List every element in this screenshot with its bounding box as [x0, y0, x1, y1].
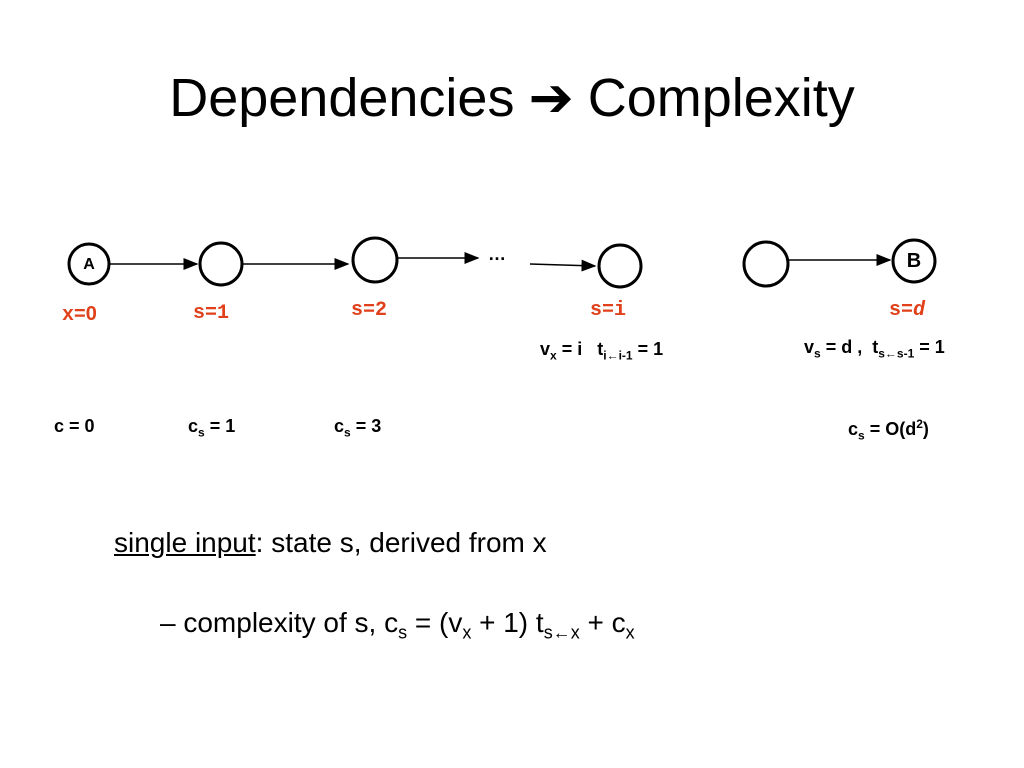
state-label-sd: s=d [889, 299, 925, 323]
complexity-mid3: + c [579, 607, 626, 638]
state-x-name: x [62, 304, 75, 327]
slide-title: Dependencies➔Complexity [0, 62, 1024, 134]
ts-t: t [872, 337, 879, 357]
c1-eq: = 1 [204, 416, 236, 436]
edge-ellipsis-si [529, 259, 597, 272]
title-arrow: ➔ [528, 68, 574, 128]
t-t: t [597, 339, 604, 359]
vs-eq: = d , [820, 337, 863, 357]
cd-sup: 2 [916, 417, 923, 431]
c3-sub: s [344, 425, 351, 440]
state-x-eq: = [74, 303, 86, 325]
vx-eq: = i [556, 339, 583, 359]
cost-c3: cs = 3 [334, 415, 381, 444]
state-sd-name: s= [889, 299, 914, 322]
node-b-label: B [906, 250, 922, 272]
complexity-s-sub: s [398, 622, 408, 643]
state-label-s2: s=2 [351, 299, 388, 322]
cost-cd: cs = O(d2) [848, 413, 929, 447]
title-left: Dependencies [169, 68, 515, 128]
node-b [891, 238, 937, 284]
bullet-single-input: single input: state s, derived from x [114, 526, 547, 560]
state-label-si: s=i [590, 299, 627, 322]
state-sd-val: d [913, 299, 926, 322]
ts-sub: s←s-1 [878, 346, 915, 361]
node-a [67, 242, 111, 286]
ellipsis: … [488, 244, 506, 264]
node-a-label: A [83, 256, 95, 273]
complexity-prefix: – complexity of s, c [160, 607, 399, 638]
title-right: Complexity [587, 68, 855, 128]
c3-eq: = 3 [350, 416, 382, 436]
vx-sub: x [550, 348, 557, 363]
state-label-x0: x=0 [62, 302, 97, 328]
node-s5 [742, 240, 790, 288]
vx-v: v [540, 339, 551, 359]
t-eq: = 1 [632, 339, 664, 359]
cost-c0: c = 0 [54, 416, 95, 436]
single-input-rest: : state s, derived from x [255, 527, 547, 558]
cd-eq: = O(d [864, 419, 917, 439]
node-s2 [351, 236, 399, 284]
vs-v: v [804, 337, 815, 357]
cd-c: c [848, 419, 859, 439]
t-sub: i←i-1 [603, 348, 633, 363]
state-x-val: 0 [85, 303, 97, 325]
vs-sub: s [814, 346, 821, 361]
bullet-complexity: – complexity of s, cs = (vx + 1) ts←x + … [160, 606, 635, 650]
complexity-mid2: + 1) t [471, 607, 544, 638]
complexity-mid1: = (v [407, 607, 463, 638]
state-label-s1: s=1 [193, 302, 230, 325]
cd-sub: s [858, 428, 865, 443]
cd-close: ) [922, 419, 929, 439]
complexity-sx-sub: s←x [543, 622, 580, 643]
single-input-label: single input [114, 527, 256, 558]
cost-c1: cs = 1 [188, 415, 235, 444]
annotation-vs: vs = d , ts←s-1 = 1 [804, 336, 945, 365]
c1-sub: s [198, 425, 205, 440]
node-si [597, 243, 643, 289]
annotation-vx: vx = i ti←i-1 = 1 [540, 338, 663, 367]
c3-c: c [334, 416, 345, 436]
node-s1 [198, 241, 244, 287]
complexity-x2-sub: x [625, 622, 635, 643]
c1-c: c [188, 416, 199, 436]
ts-eq: = 1 [914, 337, 945, 357]
complexity-x1-sub: x [462, 622, 472, 643]
